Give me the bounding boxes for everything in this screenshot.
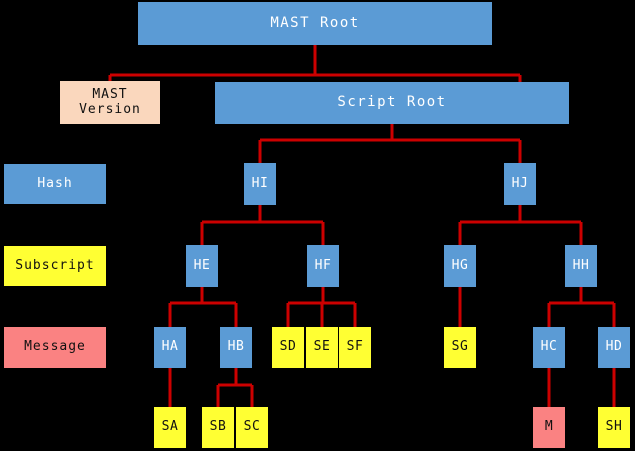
node-mast-root[interactable]: MAST Root — [138, 2, 492, 45]
node-hb[interactable]: HB — [220, 327, 252, 368]
node-sh[interactable]: SH — [598, 407, 630, 448]
node-ha[interactable]: HA — [154, 327, 186, 368]
node-se[interactable]: SE — [306, 327, 338, 368]
node-sg[interactable]: SG — [444, 327, 476, 368]
node-sc[interactable]: SC — [236, 407, 268, 448]
node-m[interactable]: M — [533, 407, 565, 448]
node-hj[interactable]: HJ — [504, 163, 536, 205]
node-he[interactable]: HE — [186, 245, 218, 287]
node-sf[interactable]: SF — [339, 327, 371, 368]
node-hh[interactable]: HH — [565, 245, 597, 287]
node-hd[interactable]: HD — [598, 327, 630, 368]
node-hc[interactable]: HC — [533, 327, 565, 368]
node-sd[interactable]: SD — [272, 327, 304, 368]
node-hf[interactable]: HF — [307, 245, 339, 287]
node-mast-version[interactable]: MAST Version — [60, 81, 160, 124]
node-script-root[interactable]: Script Root — [215, 82, 569, 124]
legend-hash: Hash — [4, 164, 106, 204]
node-sb[interactable]: SB — [202, 407, 234, 448]
node-sa[interactable]: SA — [154, 407, 186, 448]
legend-message: Message — [4, 327, 106, 368]
legend-subscript: Subscript — [4, 246, 106, 286]
node-hi[interactable]: HI — [244, 163, 276, 205]
node-hg[interactable]: HG — [444, 245, 476, 287]
